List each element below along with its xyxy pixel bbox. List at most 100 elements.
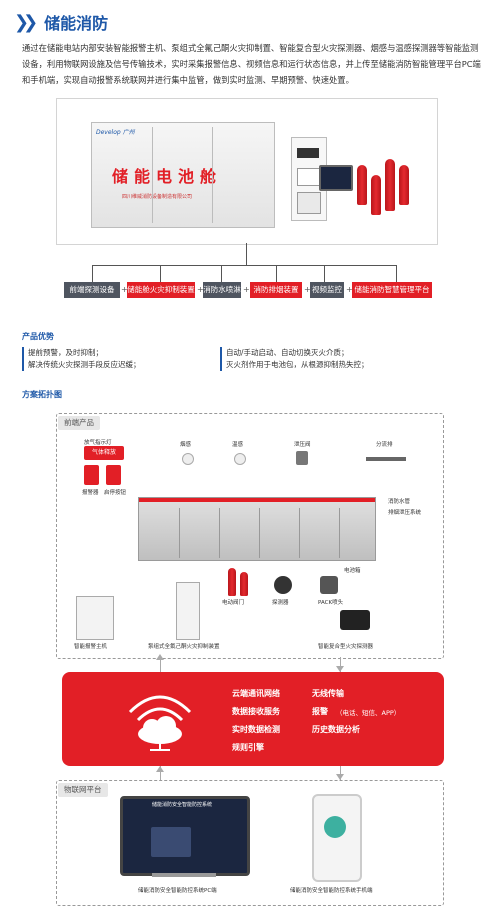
alarm-bell-icon [84,465,99,485]
plus-icon: + [121,285,128,294]
pack-nozzle-label: PACK喷头 [318,600,344,606]
tree-connector [246,243,247,265]
plus-icon: + [197,285,204,294]
connector-line [160,766,161,780]
rack-divider [219,508,220,558]
cloud-item: 实时数据检测 [232,725,280,734]
mobile-app-icon [324,816,346,838]
detector-icon [274,576,292,594]
pack-nozzle-icon [320,576,338,594]
battery-rack [138,497,376,561]
temp-detector-icon [234,453,246,465]
mobile-caption: 储能消防安全智能防控系统手机端 [290,888,373,894]
pc-screen: 储能消防安全智能防控系统 [120,796,250,876]
iot-platform-tag: 物联网平台 [58,783,108,797]
flow-item-smoke-exhaust: 消防排烟装置 [250,282,302,298]
gas-cylinder [399,165,409,205]
connector-line [160,657,161,672]
hero-image: Develop 广州 储能电池舱 四川维威消防设备制造有限公司 [56,98,438,245]
front-products-tag: 前端产品 [58,416,100,430]
cloud-item: 无线传输 [312,689,344,698]
flow-item-video-monitor: 视频监控 [310,282,344,298]
cloud-item: 云端通讯网络 [232,689,280,698]
composite-detector-label: 智能复合型火灾探测器 [318,644,374,650]
front-products-panel [56,413,444,659]
arrow-down-icon [336,774,344,780]
pump-unit-icon [176,582,200,640]
tree-connector [92,265,396,266]
tree-connector [160,265,161,282]
cabin-door-line [152,127,153,223]
plus-icon: + [346,285,353,294]
valve-label: 电动阀门 [222,600,245,606]
advantage-right-1: 自动/手动启动、自动切换灭火介质； [226,348,349,357]
page-header: ❯❯ 储能消防 [14,10,108,34]
platform-title: 储能消防安全智能防控系统 [151,802,212,808]
pc-caption: 储能消防安全智能防控系统PC端 [138,888,217,894]
smoke-detector-icon [182,453,194,465]
tree-connector [396,265,397,282]
intro-paragraph: 通过在储能电站内部安装智能报警主机、泵组式全氟己酮火灾抑制置、智能复合型火灾探测… [22,43,481,85]
iot-platform-panel [56,780,444,906]
arrow-up-icon [156,654,164,660]
arrow-up-icon [156,766,164,772]
plus-icon: + [243,285,250,294]
monitor-screen [319,165,353,191]
cabin-logo: Develop 广州 [96,129,135,136]
page-title: 储能消防 [44,14,109,33]
cloud-item: 数据接收服务 [232,707,280,716]
start-button-label: 启停按钮 [104,490,127,496]
cabinet-panel [297,192,321,214]
pc-stand [152,873,216,877]
composite-detector-icon [340,610,370,630]
tree-connector [276,265,277,282]
tree-connector [92,265,93,282]
fire-pipe-label: 消防水管 [388,499,411,505]
cabin-door-line [212,127,213,223]
host-label: 智能报警主机 [74,644,108,650]
rack-divider [179,508,180,558]
temp-label: 温感 [232,442,244,448]
start-button-icon [106,465,121,485]
alarm-sign-light: 气体释放 [84,446,124,460]
cloud-panel: 云端通讯网络 无线传输 数据接收服务 报警 （电话、短信、APP） 实时数据检测… [62,672,444,766]
advantages-label: 产品优势 [22,332,54,341]
flow-item-management-platform: 储能消防智慧管理平台 [352,282,432,298]
mobile-phone [312,794,362,882]
splitter-label: 分流排 [376,442,393,448]
cloud-item: 规则引擎 [232,743,264,752]
connector-line [340,657,341,672]
rack-divider [339,508,340,558]
arrow-down-icon [336,666,344,672]
gas-cylinder [371,175,381,215]
tree-connector [324,265,325,282]
pump-unit-label: 泵组式全氟己酮火灾抑制装置 [148,644,220,650]
cloud-wifi-icon [122,682,198,752]
bullet-bar [220,347,222,371]
splitter-icon [366,457,406,461]
cloud-item: （电话、短信、APP） [336,709,401,717]
rack-divider [259,508,260,558]
cabin-subtitle: 四川维威消防设备制造有限公司 [122,194,193,200]
fire-pipe-line [139,498,375,502]
flow-item-water-sprinkler: 消防水喷淋 [203,282,241,298]
alarm-sign-label: 放气指示灯 [84,440,112,446]
double-chevron-icon: ❯❯ [14,11,38,33]
cabin-title: 储能电池舱 [112,167,223,186]
smoke-label: 烟感 [180,442,192,448]
battery-cabin: Develop 广州 储能电池舱 四川维威消防设备制造有限公司 [91,122,275,228]
cloud-item: 报警 [312,707,328,716]
rack-divider [299,508,300,558]
relief-valve-icon [296,451,308,465]
plus-icon: + [304,285,311,294]
cloud-item: 历史数据分析 [312,725,360,734]
flow-item-front-detection: 前端探测设备 [64,282,120,298]
battery-rack-label: 电池箱 [344,568,361,574]
connector-line [340,766,341,780]
relief-valve-label: 泄压阀 [294,442,311,448]
valve-cylinder-icon [228,568,236,596]
tree-connector [221,265,222,282]
cabinet-display [297,148,319,158]
alarm-host-icon [76,596,114,640]
cabinet-panel [297,168,321,186]
